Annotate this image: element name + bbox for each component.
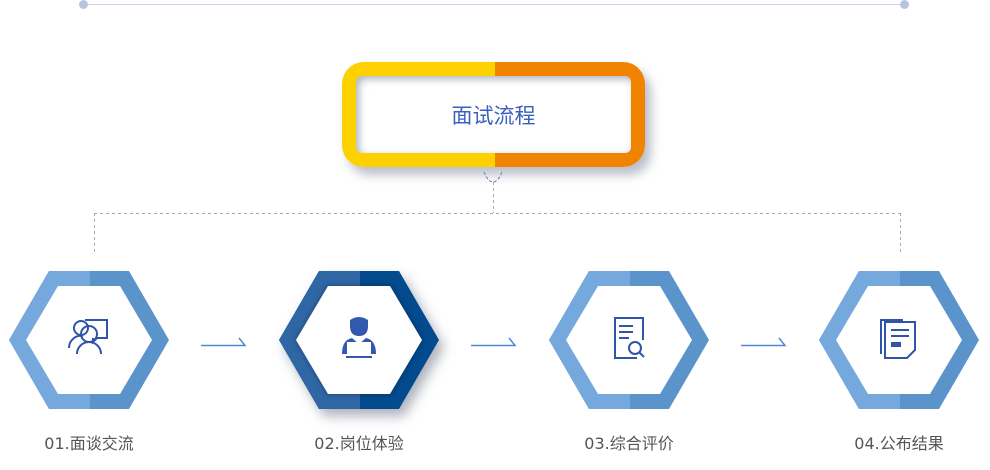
title-box: 面试流程: [342, 62, 645, 167]
divider-dot-right: [900, 0, 909, 9]
arrow-icon: [741, 333, 787, 347]
person-laptop-icon: [342, 317, 376, 358]
step-hexagon-3: [549, 271, 709, 409]
document-search-icon: [614, 317, 645, 359]
people-chat-icon: [67, 319, 108, 355]
step-label-1: 01.面谈交流: [44, 434, 134, 453]
process-title: 面试流程: [451, 103, 536, 128]
step-label-4: 04.公布结果: [854, 434, 944, 453]
step-hexagon-4: [819, 271, 979, 409]
documents-icon: [880, 319, 916, 359]
arrow-icon: [201, 333, 247, 347]
step-label-3: 03.综合评价: [584, 434, 674, 453]
connector-lines: [94, 171, 901, 252]
divider-dot-left: [79, 0, 88, 9]
arrow-icon: [471, 333, 517, 347]
top-divider: [83, 4, 904, 5]
step-label-2: 02.岗位体验: [314, 434, 404, 453]
step-hexagon-2: [279, 271, 439, 409]
step-hexagon-1: [9, 271, 169, 409]
